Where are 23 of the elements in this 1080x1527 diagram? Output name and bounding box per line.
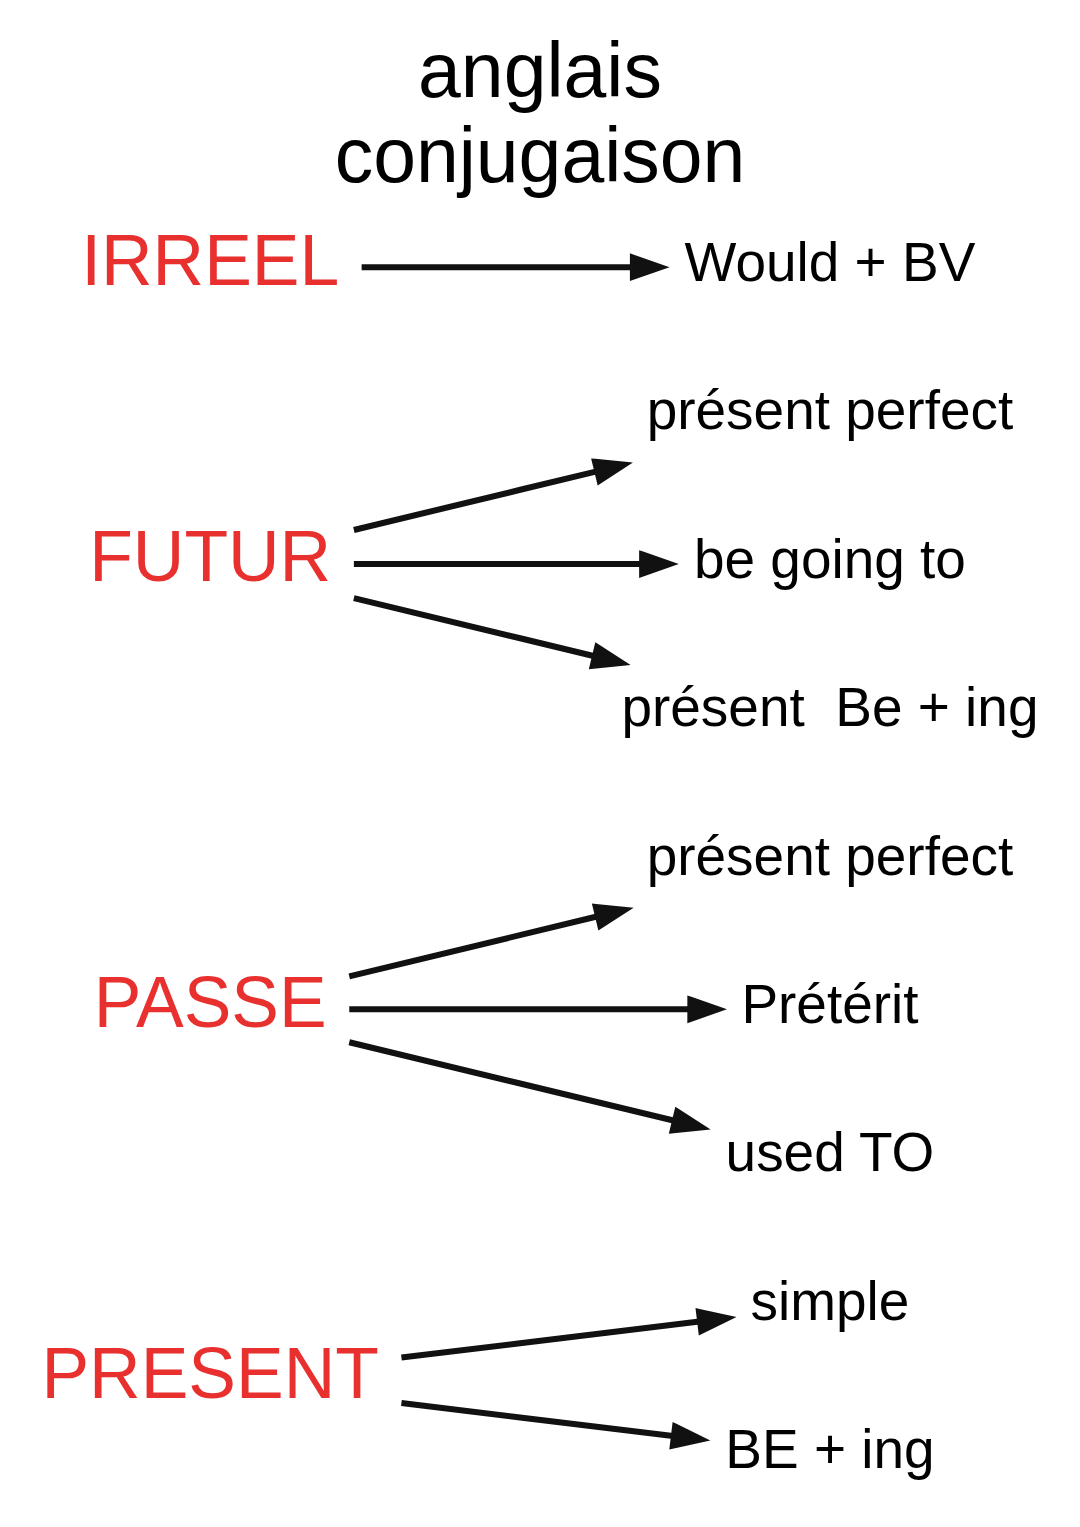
node-text: présent perfect	[646, 824, 1014, 887]
node-text: IRREEL	[81, 219, 340, 300]
node-text: PRESENT	[41, 1332, 379, 1413]
node-text: Prétérit	[741, 972, 919, 1035]
node-text: Would + BV	[684, 230, 976, 293]
arrow	[348, 902, 634, 979]
node-text: PASSE	[93, 961, 327, 1042]
node-text: présent perfect	[646, 378, 1014, 441]
node-text: FUTUR	[89, 515, 332, 596]
arrow	[401, 1399, 711, 1449]
node-text: présent Be + ing	[621, 675, 1039, 738]
node-text: be going to	[693, 527, 966, 590]
node-text: BE + ing	[725, 1417, 935, 1480]
arrow	[353, 594, 631, 669]
arrow	[361, 252, 670, 281]
arrow	[349, 994, 727, 1023]
arrow	[401, 1307, 737, 1361]
node-text: simple	[750, 1269, 910, 1332]
arrow	[353, 549, 679, 578]
node-text: used TO	[725, 1120, 935, 1183]
arrow	[353, 457, 633, 533]
diagram-title: anglais	[418, 26, 662, 113]
arrow	[348, 1038, 711, 1134]
